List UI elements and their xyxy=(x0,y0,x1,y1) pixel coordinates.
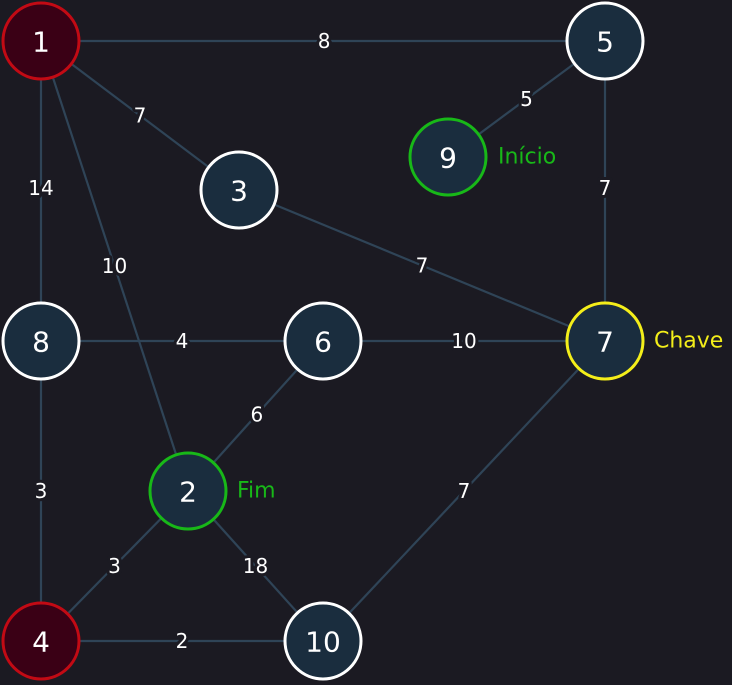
node-label-3: 3 xyxy=(230,175,248,208)
node-circle-2 xyxy=(148,451,228,531)
node-7: 7 xyxy=(565,301,645,381)
node-circle-6 xyxy=(283,301,363,381)
node-2: 2 xyxy=(148,451,228,531)
node-label-8: 8 xyxy=(32,326,50,359)
nodes-layer: 1 2 3 4 5 6 7 8 9 10 xyxy=(1,1,645,681)
node-label-1: 1 xyxy=(32,26,50,59)
node-4: 4 xyxy=(1,601,81,681)
tag-start-label: Início xyxy=(498,145,556,170)
edge-weight-8-4: 3 xyxy=(35,479,48,503)
node-6: 6 xyxy=(283,301,363,381)
edge-7-10 xyxy=(322,340,606,642)
edge-weight-5-9: 5 xyxy=(520,87,533,111)
edge-weight-1-8: 14 xyxy=(28,176,53,200)
node-5: 5 xyxy=(565,1,645,81)
node-circle-5 xyxy=(565,1,645,81)
edge-weight-2-4: 3 xyxy=(108,554,121,578)
node-9: 9 xyxy=(408,117,488,197)
node-10: 10 xyxy=(283,601,363,681)
node-circle-4 xyxy=(1,601,81,681)
edge-weight-4-10: 2 xyxy=(176,629,189,653)
edge-weight-7-10: 7 xyxy=(458,479,471,503)
node-circle-8 xyxy=(1,301,81,381)
node-label-10: 10 xyxy=(305,626,341,659)
node-circle-10 xyxy=(283,601,363,681)
edge-weight-5-7: 7 xyxy=(599,176,612,200)
edge-weight-8-6: 4 xyxy=(176,329,189,353)
node-label-5: 5 xyxy=(596,26,614,59)
node-circle-1 xyxy=(1,1,81,81)
tag-end-label: Fim xyxy=(237,479,276,504)
edge-1-3 xyxy=(40,40,240,191)
node-1: 1 xyxy=(1,1,81,81)
edge-weight-1-5: 8 xyxy=(318,29,331,53)
edge-weight-3-7: 7 xyxy=(416,254,429,278)
node-circle-7 xyxy=(565,301,645,381)
edge-1-2 xyxy=(39,40,190,492)
node-label-7: 7 xyxy=(596,326,614,359)
node-label-2: 2 xyxy=(179,476,197,509)
edge-weight-1-3: 7 xyxy=(134,104,147,128)
node-circle-3 xyxy=(199,150,279,230)
node-3: 3 xyxy=(199,150,279,230)
edge-weight-6-2: 6 xyxy=(251,403,264,427)
node-label-4: 4 xyxy=(32,626,50,659)
tag-key-label: Chave xyxy=(654,329,723,354)
node-label-9: 9 xyxy=(439,142,457,175)
node-8: 8 xyxy=(1,301,81,381)
node-label-6: 6 xyxy=(314,326,332,359)
edge-weight-6-7: 10 xyxy=(451,329,476,353)
edge-3-7 xyxy=(238,188,606,343)
node-circle-9 xyxy=(408,117,488,197)
edge-weight-1-2: 10 xyxy=(102,254,127,278)
edge-weight-2-10: 18 xyxy=(243,554,268,578)
